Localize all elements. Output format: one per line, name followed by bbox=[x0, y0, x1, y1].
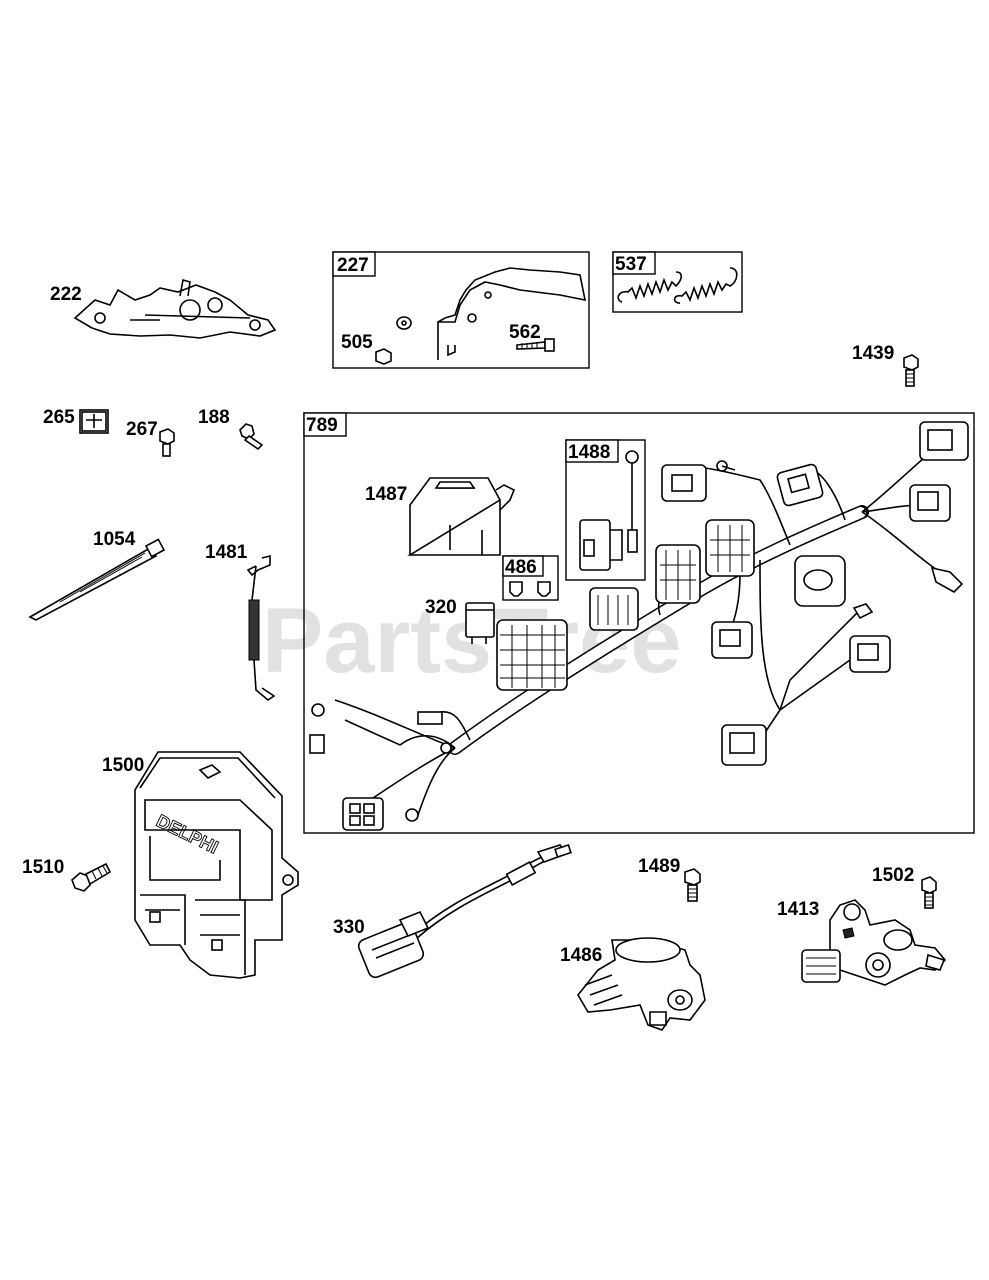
part-label[interactable]: 1510 bbox=[22, 857, 64, 878]
part-label[interactable]: 505 bbox=[341, 332, 373, 353]
part-label[interactable]: 1487 bbox=[365, 484, 407, 505]
part-label[interactable]: 188 bbox=[198, 407, 230, 428]
part-label[interactable]: 1413 bbox=[777, 899, 819, 920]
part-label[interactable]: 1439 bbox=[852, 343, 894, 364]
part-label[interactable]: 1502 bbox=[872, 865, 914, 886]
group-box-486: 486 bbox=[502, 555, 559, 601]
part-label[interactable]: 1489 bbox=[638, 856, 680, 877]
part-1489-drawing[interactable] bbox=[684, 868, 701, 902]
part-label[interactable]: 1054 bbox=[93, 529, 136, 550]
group-box-label: 486 bbox=[505, 557, 537, 578]
part-1413-drawing[interactable] bbox=[801, 899, 947, 986]
part-1500-drawing[interactable]: DELPHI bbox=[134, 751, 299, 979]
part-label[interactable]: 1486 bbox=[560, 945, 602, 966]
part-188-drawing[interactable] bbox=[239, 423, 264, 451]
part-label[interactable]: 1481 bbox=[205, 542, 248, 563]
part-label[interactable]: 1500 bbox=[102, 755, 144, 776]
part-1502-drawing[interactable] bbox=[921, 876, 937, 909]
group-box-label: 1488 bbox=[568, 442, 610, 463]
part-265-drawing[interactable] bbox=[79, 409, 109, 434]
part-label[interactable]: 562 bbox=[509, 322, 541, 343]
group-box-227: 227 bbox=[332, 251, 590, 369]
group-box-1488: 1488 bbox=[565, 439, 646, 581]
group-box-label: 227 bbox=[337, 255, 369, 276]
part-1481-drawing[interactable] bbox=[246, 554, 276, 701]
group-box-789: 789 bbox=[303, 412, 975, 834]
part-label[interactable]: 330 bbox=[333, 917, 365, 938]
part-222-drawing[interactable] bbox=[73, 278, 277, 339]
part-1487-drawing[interactable] bbox=[407, 477, 516, 556]
group-box-label: 537 bbox=[615, 254, 647, 275]
part-label[interactable]: 222 bbox=[50, 284, 82, 305]
part-267-drawing[interactable] bbox=[159, 428, 175, 457]
part-330-drawing[interactable] bbox=[357, 844, 572, 979]
part-label[interactable]: 267 bbox=[126, 419, 158, 440]
part-label[interactable]: 320 bbox=[425, 597, 457, 618]
group-box-label: 789 bbox=[306, 415, 338, 436]
part-320-drawing[interactable] bbox=[465, 602, 495, 644]
part-1439-drawing[interactable] bbox=[903, 354, 919, 387]
group-box-537: 537 bbox=[612, 251, 743, 313]
part-label[interactable]: 265 bbox=[43, 407, 75, 428]
part-1486-drawing[interactable] bbox=[577, 937, 706, 1031]
part-1054-drawing[interactable] bbox=[28, 538, 166, 621]
part-1510-drawing[interactable] bbox=[71, 862, 112, 892]
